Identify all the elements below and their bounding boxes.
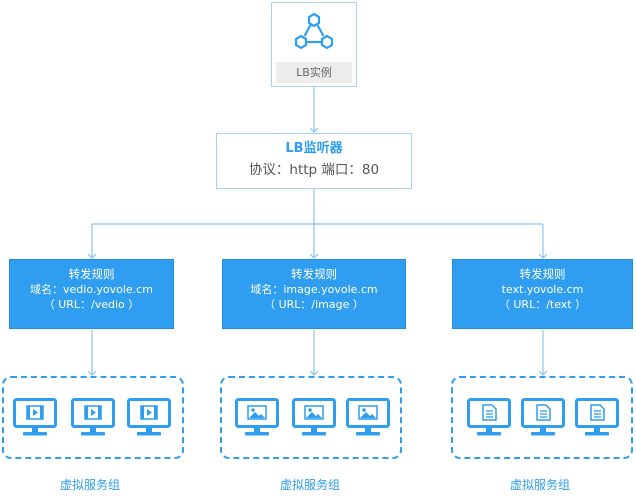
lb-listener-node[interactable]: LB监听器 协议：http 端口：80 xyxy=(216,133,412,189)
rule-url: （ URL：/text ） xyxy=(498,298,587,311)
server-monitor-icon xyxy=(235,398,279,442)
forwarding-rule-3[interactable]: 转发规则 text.yovole.cm （ URL：/text ） xyxy=(452,259,633,329)
server-monitor-icon xyxy=(467,398,511,442)
server-monitor-icon xyxy=(521,398,565,442)
server-group-2[interactable] xyxy=(220,376,402,459)
forwarding-rule-2[interactable]: 转发规则 域名：image.yovole.cm （ URL：/image ） xyxy=(222,259,406,329)
listener-detail: 协议：http 端口：80 xyxy=(248,162,380,178)
rule-title: 转发规则 xyxy=(519,267,566,281)
video-file-icon xyxy=(140,405,158,420)
video-file-icon xyxy=(26,405,44,420)
server-monitor-icon xyxy=(292,398,336,442)
listener-title: LB监听器 xyxy=(285,141,343,156)
rule-title: 转发规则 xyxy=(291,267,337,281)
lb-instance-label: LB实例 xyxy=(276,62,352,83)
server-group-label-1: 虚拟服务组 xyxy=(59,478,120,492)
video-file-icon xyxy=(84,405,102,420)
rule-title: 转发规则 xyxy=(68,267,115,281)
text-file-icon xyxy=(590,404,605,421)
server-group-label-3: 虚拟服务组 xyxy=(509,478,570,492)
server-group-1[interactable] xyxy=(2,376,184,459)
rule-url: （ URL：/image ） xyxy=(264,298,364,311)
lb-instance-node[interactable]: LB实例 xyxy=(271,2,357,87)
server-monitor-icon xyxy=(346,398,390,442)
server-monitor-icon xyxy=(71,398,115,442)
network-nodes-icon xyxy=(294,12,334,50)
rule-domain: 域名：vedio.yovole.cm xyxy=(30,283,153,296)
text-file-icon xyxy=(482,404,497,421)
server-monitor-icon xyxy=(575,398,619,442)
server-group-3[interactable] xyxy=(451,376,633,459)
rule-domain: text.yovole.cm xyxy=(501,283,584,296)
server-monitor-icon xyxy=(127,398,171,442)
image-file-icon xyxy=(358,405,378,420)
server-monitor-icon xyxy=(13,398,57,442)
image-file-icon xyxy=(304,405,324,420)
rule-domain: 域名：image.yovole.cm xyxy=(250,283,378,296)
rule-url: （ URL：/vedio ） xyxy=(43,298,140,311)
forwarding-rule-1[interactable]: 转发规则 域名：vedio.yovole.cm （ URL：/vedio ） xyxy=(9,259,174,329)
text-file-icon xyxy=(536,404,551,421)
server-group-label-2: 虚拟服务组 xyxy=(279,478,340,492)
image-file-icon xyxy=(247,405,267,420)
